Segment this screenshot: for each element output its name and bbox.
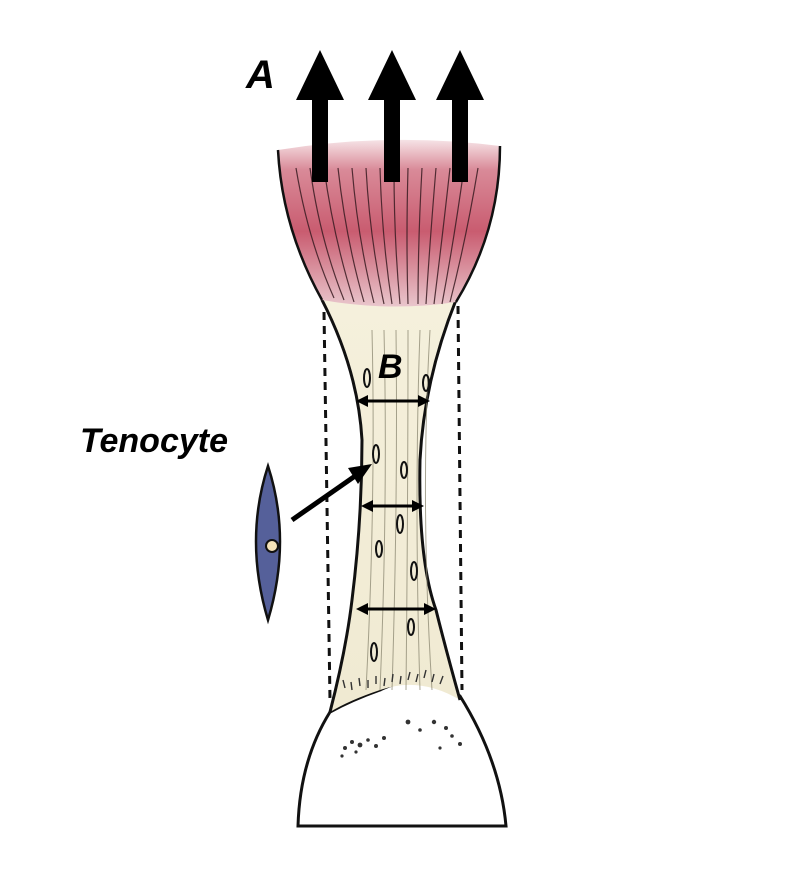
muscle-fibers	[295, 167, 479, 305]
double-headed-arrow-icon	[356, 603, 436, 615]
force-arrows	[296, 50, 484, 182]
arrow-up-icon	[368, 50, 416, 182]
pointer-arrow	[290, 464, 372, 523]
width-markers	[356, 395, 436, 615]
tendon-edge-left	[320, 299, 364, 713]
tenocyte-nucleus	[265, 539, 279, 553]
dashed-outline-left	[322, 311, 332, 701]
dashed-outline-right	[456, 305, 464, 691]
bone-texture	[340, 719, 462, 758]
arrow-up-icon	[296, 50, 344, 182]
muscle-edge-left	[276, 149, 324, 301]
double-headed-arrow-icon	[361, 500, 424, 512]
arrow-up-icon	[436, 50, 484, 182]
muscle-belly	[278, 139, 500, 307]
muscle-edge-right	[454, 145, 502, 303]
bone	[296, 679, 508, 828]
arrow-icon	[348, 464, 372, 484]
label-tenocyte: Tenocyte	[80, 422, 228, 460]
tenocyte-cell	[254, 461, 282, 625]
tendon-edge-right	[418, 299, 462, 701]
tendon-tenocytes	[363, 368, 430, 662]
enthesis-fringe	[342, 669, 444, 691]
double-headed-arrow-icon	[356, 395, 430, 407]
label-b: B	[378, 348, 403, 386]
label-a: A	[245, 53, 275, 97]
